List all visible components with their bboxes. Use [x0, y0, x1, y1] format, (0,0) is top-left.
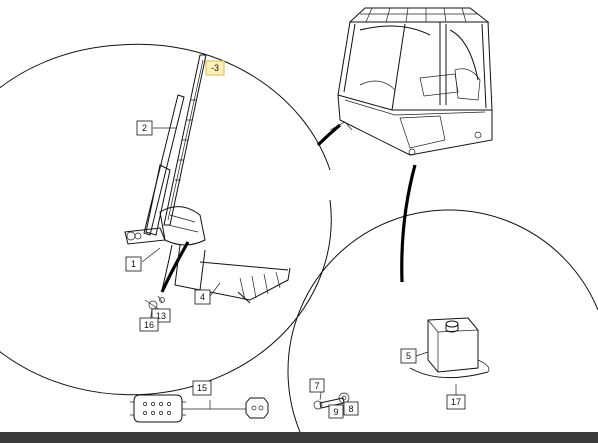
electrical-plug [245, 397, 269, 419]
diagram-canvas: -3 2 1 4 13 16 5 17 7 9 8 15 [0, 7, 598, 432]
callout-8: 8 [343, 401, 359, 416]
svg-text:13: 13 [156, 311, 166, 321]
callout-9: 9 [328, 404, 344, 419]
callout-4: 4 [194, 289, 211, 305]
electrical-connector [130, 394, 186, 423]
callout-2: 2 [136, 120, 153, 136]
svg-text:17: 17 [451, 397, 461, 407]
wiper-assembly [124, 54, 291, 311]
callout-16: 16 [139, 317, 159, 332]
leader-cab-to-wiper [316, 123, 342, 147]
svg-text:-3: -3 [211, 63, 219, 73]
svg-text:9: 9 [333, 407, 338, 417]
svg-text:1: 1 [131, 259, 136, 269]
bottom-bar [0, 432, 598, 443]
svg-text:7: 7 [314, 381, 319, 391]
svg-text:8: 8 [348, 404, 353, 414]
svg-text:2: 2 [142, 123, 147, 133]
callout-5: 5 [400, 348, 417, 364]
cab-illustration [329, 7, 493, 156]
leader-pump-to-hose [160, 241, 190, 293]
svg-text:4: 4 [200, 292, 205, 302]
washer-reservoir [409, 317, 490, 379]
callout-3: -3 [205, 60, 225, 76]
callout-17: 17 [446, 394, 466, 410]
callout-1: 1 [125, 256, 142, 272]
detail-circle-reservoir [287, 209, 598, 432]
svg-text:15: 15 [197, 383, 207, 393]
svg-text:16: 16 [144, 320, 154, 330]
detail-circle-wiper [0, 44, 332, 396]
leader-cab-to-reservoir [400, 164, 417, 283]
svg-text:5: 5 [406, 351, 411, 361]
callout-15: 15 [192, 380, 212, 396]
callout-7: 7 [309, 378, 325, 393]
